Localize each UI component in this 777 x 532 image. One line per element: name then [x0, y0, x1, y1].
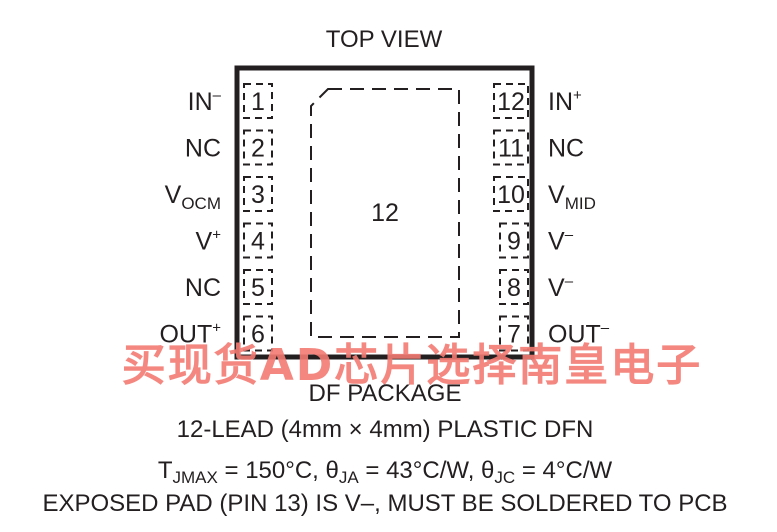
diagram-title: TOP VIEW — [326, 26, 443, 53]
pin-name: OUT — [159, 321, 212, 349]
pin-6: 6 OUT+ — [159, 315, 273, 352]
pin-label-10: VMID — [548, 181, 596, 213]
pin-4: 4 V+ — [196, 222, 273, 259]
pin-label-5: NC — [185, 274, 221, 302]
pin-pad-11 — [493, 129, 529, 166]
theta-ja-value: = 43°C/W, — [359, 457, 481, 484]
pin-name: V — [165, 181, 182, 209]
tjmax-subscript: JMAX — [173, 468, 218, 487]
pin-number-8: 8 — [507, 274, 521, 302]
pin-label-2: NC — [185, 135, 221, 163]
pin-superscript: + — [573, 87, 582, 104]
pin-name: V — [548, 274, 565, 302]
pin-pad-8 — [499, 269, 529, 305]
pin-number-6: 6 — [251, 321, 265, 349]
pin-name: IN — [548, 88, 573, 116]
pin-number-12: 12 — [497, 88, 525, 116]
pin-name: NC — [185, 274, 221, 302]
pin-label-4: V+ — [196, 227, 222, 256]
pin-label-11: NC — [548, 135, 584, 163]
thermal-specs: TJMAX = 150°C, θJA = 43°C/W, θJC = 4°C/W — [158, 457, 613, 487]
pin-name: NC — [548, 135, 584, 163]
pin-superscript: – — [213, 87, 222, 104]
pin-number-10: 10 — [497, 181, 525, 209]
pin-name: V — [196, 228, 213, 256]
pin-7: 7 OUT– — [499, 315, 610, 352]
theta-jc-symbol: θ — [481, 457, 494, 484]
pin-pad-12 — [493, 83, 529, 119]
pin-name: IN — [188, 88, 213, 116]
pin-label-12: IN+ — [548, 87, 582, 116]
pin-3: 3 VOCM — [165, 176, 273, 213]
pin-subscript: OCM — [181, 194, 221, 213]
pin-name: V — [548, 181, 565, 209]
pin-superscript: + — [212, 227, 221, 244]
pin-label-8: V– — [548, 273, 574, 302]
pin-pad-1 — [243, 83, 273, 119]
pin-number-1: 1 — [251, 88, 265, 116]
pin-label-7: OUT– — [548, 320, 610, 349]
package-name: DF PACKAGE — [309, 380, 462, 407]
theta-jc-value: = 4°C/W — [515, 457, 612, 484]
pin-label-6: OUT+ — [159, 320, 221, 349]
exposed-pad-label: 12 — [371, 199, 399, 227]
pin-number-7: 7 — [507, 321, 521, 349]
pin-2: 2 NC — [185, 129, 273, 166]
pin-pad-2 — [243, 129, 273, 166]
pin-10: 10 VMID — [493, 176, 596, 213]
pin-name: NC — [185, 135, 221, 163]
pin-pad-7 — [499, 315, 529, 352]
pin-pad-3 — [243, 176, 273, 212]
package-description: 12-LEAD (4mm × 4mm) PLASTIC DFN — [177, 416, 594, 443]
pin-superscript: – — [565, 273, 574, 290]
pin-label-9: V– — [548, 227, 574, 256]
theta-jc-subscript: JC — [494, 468, 515, 487]
pin-name: V — [548, 228, 565, 256]
pin-number-5: 5 — [251, 274, 265, 302]
pin-number-9: 9 — [507, 228, 521, 256]
pin-pad-6 — [243, 315, 273, 352]
theta-ja-symbol: θ — [326, 457, 339, 484]
tjmax-symbol: T — [158, 457, 173, 484]
pin-number-11: 11 — [498, 135, 524, 163]
theta-ja-subscript: JA — [339, 468, 360, 487]
exposed-pad-note: EXPOSED PAD (PIN 13) IS V–, MUST BE SOLD… — [42, 490, 727, 517]
pin-superscript: – — [601, 320, 610, 337]
pin-pad-9 — [499, 222, 529, 259]
pin-superscript: – — [565, 227, 574, 244]
exposed-pad — [310, 88, 460, 338]
pin-11: 11 NC — [493, 129, 584, 166]
pin-label-1: IN– — [188, 87, 222, 116]
pin-pad-5 — [243, 269, 273, 305]
pin-5: 5 NC — [185, 269, 273, 305]
pin-subscript: MID — [565, 194, 596, 213]
pin-number-2: 2 — [251, 135, 265, 163]
pin-label-3: VOCM — [165, 181, 221, 213]
pin-pad-4 — [243, 222, 273, 259]
pin-number-3: 3 — [251, 181, 265, 209]
pin-number-4: 4 — [251, 228, 265, 256]
tjmax-value: = 150°C, — [218, 457, 326, 484]
pin-1: 1 IN– — [188, 83, 273, 119]
package-body — [234, 65, 535, 360]
watermark-text: 买现货AD芯片选择南皇电子 — [122, 340, 703, 391]
pin-pad-10 — [493, 176, 529, 212]
pin-name: OUT — [548, 321, 601, 349]
pin-12: 12 IN+ — [493, 83, 582, 119]
pin-superscript: + — [212, 320, 221, 337]
